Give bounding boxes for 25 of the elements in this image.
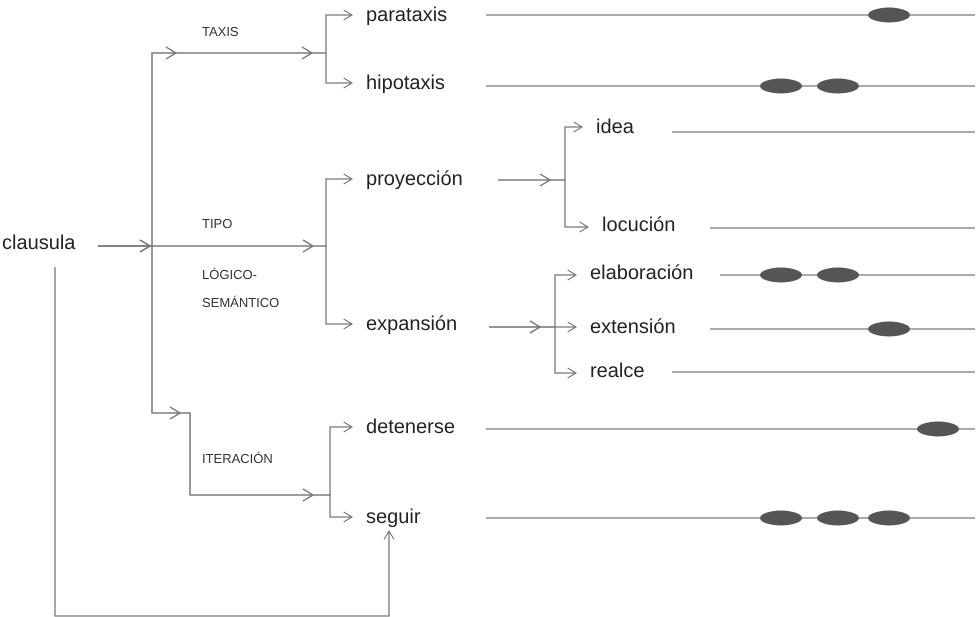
term-label: hipotaxis	[352, 71, 486, 95]
realization-line	[710, 227, 975, 229]
term-label: elaboración	[576, 261, 720, 285]
term-label: locución	[588, 213, 710, 237]
system-name: LÓGICO- SEMÁNTICO	[202, 266, 280, 312]
system-name: TIPO	[202, 215, 234, 233]
arrow	[497, 121, 583, 187]
arrow	[488, 269, 577, 334]
term-label: expansión	[352, 312, 489, 336]
term-label: clausula	[2, 231, 98, 255]
term-label: seguir	[352, 505, 486, 529]
term-label: detenerse	[352, 415, 486, 439]
realization-line	[672, 371, 975, 373]
arrow	[54, 267, 395, 617]
term-label: proyección	[352, 167, 498, 191]
realization-line	[486, 14, 975, 16]
term-label: idea	[582, 115, 672, 139]
realization-line	[486, 428, 975, 430]
arrow	[97, 9, 353, 253]
term-label: extensión	[576, 315, 710, 339]
system-name: ITERACIÓN	[202, 450, 274, 468]
term-label: parataxis	[352, 3, 486, 27]
system-name: TAXIS	[202, 23, 240, 41]
realization-line	[672, 131, 975, 133]
term-label: realce	[576, 359, 672, 383]
